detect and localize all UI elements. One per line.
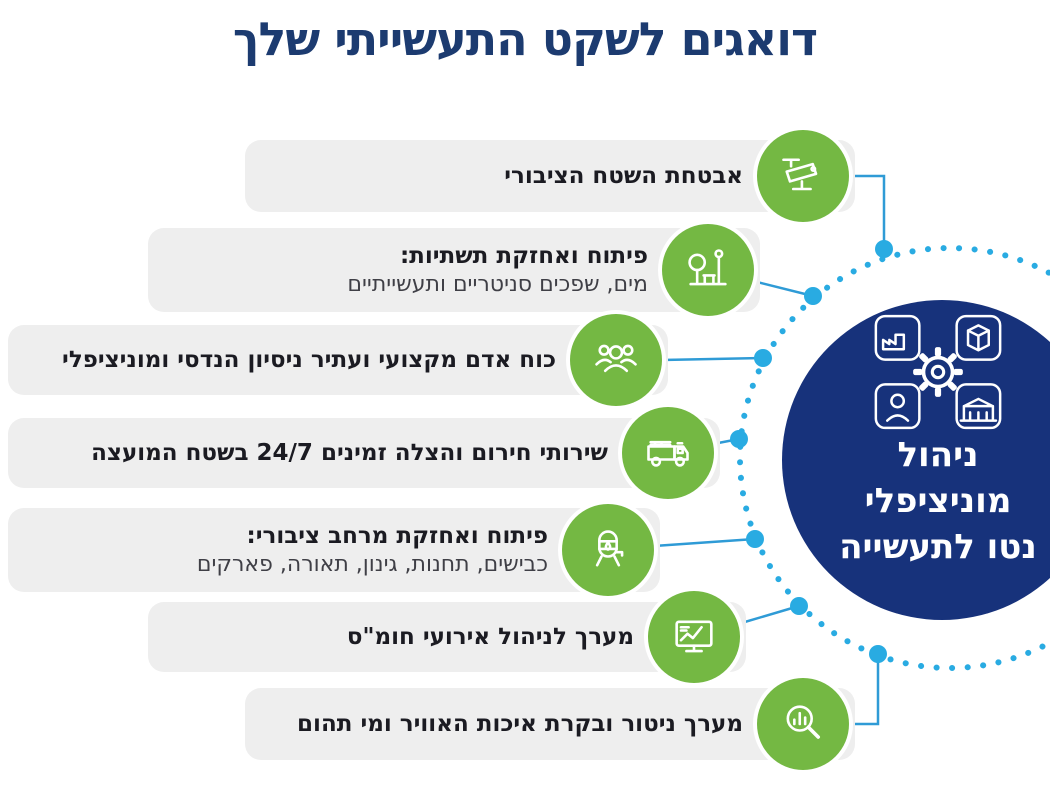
fire-truck-icon (647, 440, 689, 467)
municipal-services-icons (874, 314, 1002, 430)
icon-circle (562, 504, 654, 596)
team-icon (595, 344, 637, 373)
service-title: מערך לניהול אירועי חומ"ס (346, 623, 634, 650)
service-title: כוח אדם מקצועי ועתיר ניסיון הנדסי ומוניצ… (62, 346, 556, 373)
service-subtitle: מים, שפכים סניטריים ותעשייתיים (347, 271, 648, 297)
service-subtitle: כבישים, תחנות, גינון, תאורה, פארקים (196, 551, 548, 577)
service-item-monitoring: מערך ניטור ובקרת איכות האוויר ומי תהום (245, 678, 855, 770)
icon-circle (757, 678, 849, 770)
water-tank-icon (595, 530, 624, 567)
page-title: דואגים לשקט התעשייתי שלך (232, 12, 818, 66)
monitor-chart-icon (675, 620, 713, 653)
factory-icon (874, 314, 921, 361)
hub-title-line3: נטו לתעשייה (839, 527, 1037, 567)
service-item-security: אבטחת השטח הציבורי (245, 130, 855, 222)
service-title: פיתוח ואחזקת מרחב ציבורי: (246, 522, 548, 549)
building-icon (955, 383, 1002, 430)
icon-circle (648, 591, 740, 683)
gear-icon (913, 347, 963, 397)
service-title: פיתוח ואחזקת תשתיות: (399, 242, 648, 269)
dotted-ring (737, 245, 1050, 671)
icon-circle (662, 224, 754, 316)
service-item-infrastructure: פיתוח ואחזקת תשתיות: מים, שפכים סניטריים… (148, 224, 760, 316)
service-item-staff: כוח אדם מקצועי ועתיר ניסיון הנדסי ומוניצ… (8, 314, 668, 406)
icon-circle (622, 407, 714, 499)
connector-lines (653, 174, 886, 726)
park-icon (688, 249, 727, 286)
service-item-emergency: שירותי חירום והצלה זמינים 24/7 בשטח המוע… (8, 407, 720, 499)
icon-circle (570, 314, 662, 406)
hub-circle (782, 300, 1050, 620)
center-hub: ניהול מוניציפלי נטו לתעשייה (816, 314, 1050, 570)
hub-title-line2: מוניציפלי (864, 481, 1012, 521)
service-title: שירותי חירום והצלה זמינים 24/7 בשטח המוע… (91, 439, 608, 466)
worker-icon (874, 383, 921, 430)
service-item-hazmat: מערך לניהול אירועי חומ"ס (148, 591, 746, 683)
connector-dots (730, 240, 893, 663)
hub-title-line1: ניהול (897, 435, 979, 475)
package-icon (955, 314, 1002, 361)
service-title: מערך ניטור ובקרת איכות האוויר ומי תהום (297, 710, 743, 737)
service-item-public-space: פיתוח ואחזקת מרחב ציבורי: כבישים, תחנות,… (8, 504, 660, 596)
magnifier-chart-icon (786, 705, 821, 739)
service-title: אבטחת השטח הציבורי (504, 162, 743, 189)
icon-circle (757, 130, 849, 222)
cctv-camera-icon (782, 158, 818, 191)
